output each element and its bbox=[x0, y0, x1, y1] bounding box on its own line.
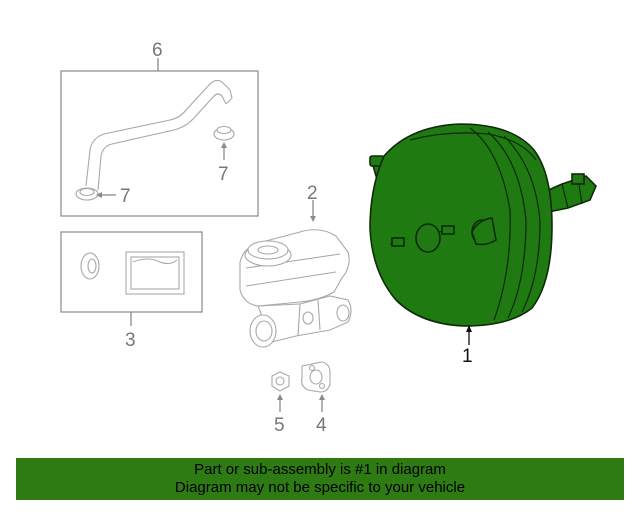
hose-clamp-upper bbox=[213, 125, 235, 141]
callout-6: 6 bbox=[152, 40, 163, 61]
hose-clamp-lower bbox=[75, 187, 99, 201]
vacuum-hose bbox=[85, 79, 231, 187]
callout-2: 2 bbox=[307, 183, 318, 204]
callout-3: 3 bbox=[125, 330, 136, 351]
info-banner: Part or sub-assembly is #1 in diagram Di… bbox=[16, 458, 624, 500]
hose-kit-group bbox=[60, 58, 259, 217]
gasket bbox=[301, 361, 331, 412]
callout-5: 5 bbox=[274, 415, 285, 436]
callout-4: 4 bbox=[316, 415, 327, 436]
banner-line-2: Diagram may not be specific to your vehi… bbox=[174, 479, 466, 496]
master-cylinder bbox=[239, 200, 352, 348]
mounting-nut bbox=[271, 371, 290, 412]
grommet bbox=[80, 252, 100, 280]
callout-1: 1 bbox=[462, 346, 473, 367]
callout-7-lower: 7 bbox=[120, 186, 131, 207]
banner-line-1: Part or sub-assembly is #1 in diagram bbox=[194, 461, 446, 478]
reservoir-label bbox=[125, 251, 185, 295]
callout-7-upper: 7 bbox=[218, 164, 229, 185]
seal-kit-group bbox=[60, 231, 203, 326]
brake-booster bbox=[369, 123, 597, 345]
